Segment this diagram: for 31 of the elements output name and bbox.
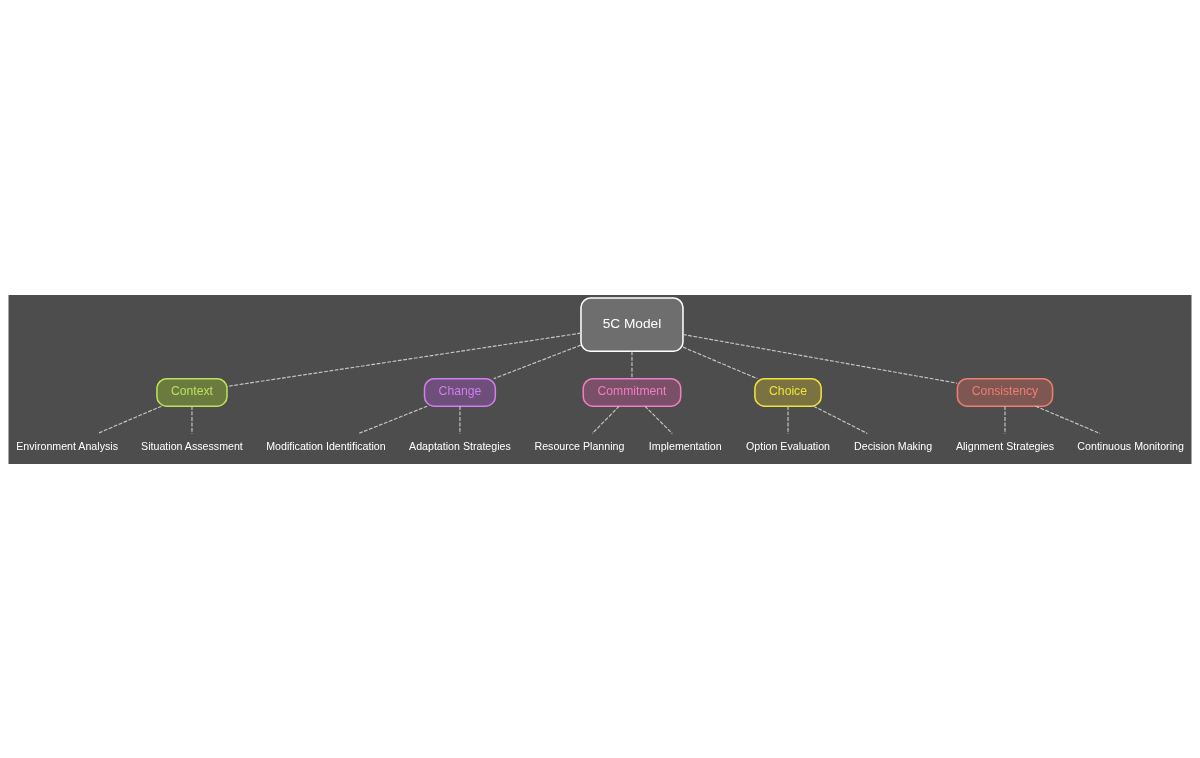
- connector: [1004, 405, 1006, 434]
- node-text: Modification Identification: [266, 439, 386, 452]
- node-box: Change: [423, 377, 497, 407]
- connector: [97, 405, 162, 434]
- node-text: Implementation: [648, 439, 722, 452]
- node-text: Alignment Strategies: [955, 439, 1055, 452]
- node-text: Option Evaluation: [746, 439, 831, 452]
- node-box: 5C Model: [580, 296, 684, 352]
- connector: [682, 346, 758, 379]
- connector: [459, 405, 461, 434]
- node-text: Continuous Monitoring: [1077, 439, 1184, 452]
- node-box: Consistency: [956, 377, 1054, 407]
- connector: [813, 405, 868, 434]
- connector: [191, 405, 193, 434]
- node-text: Resource Planning: [534, 439, 625, 452]
- node-box: Commitment: [582, 377, 682, 407]
- node-text: Environment Analysis: [16, 439, 118, 452]
- node-text: Situation Assessment: [141, 439, 243, 452]
- connector: [1035, 405, 1101, 434]
- connector: [644, 405, 673, 434]
- connector: [358, 405, 428, 434]
- connector: [682, 333, 958, 384]
- connector: [493, 344, 582, 379]
- connector: [591, 405, 620, 434]
- connector: [631, 350, 633, 379]
- node-box: Choice: [754, 377, 822, 407]
- node-text: Decision Making: [854, 439, 933, 452]
- connector: [787, 405, 789, 434]
- node-box: Context: [156, 377, 228, 407]
- node-text: Adaptation Strategies: [409, 439, 511, 452]
- connector: [226, 332, 582, 387]
